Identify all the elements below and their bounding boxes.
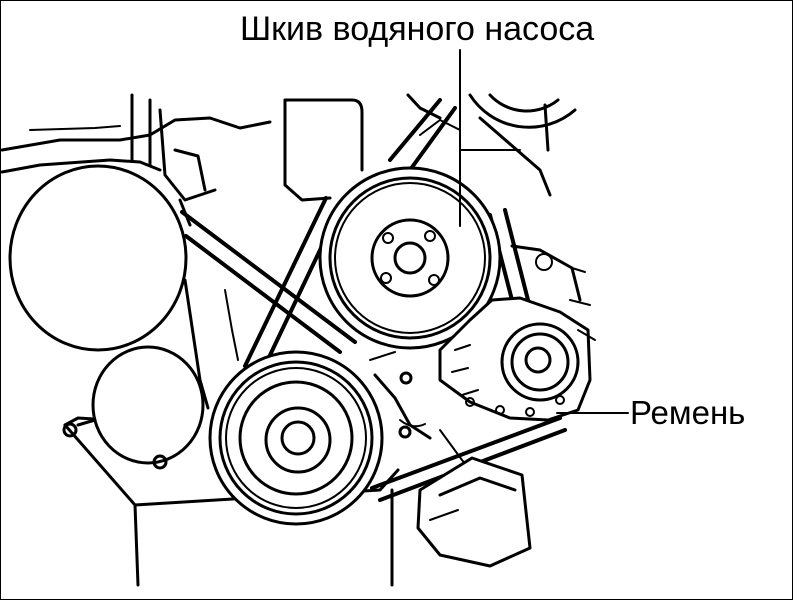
tensioner-assembly	[438, 244, 596, 422]
belt-label: Ремень	[630, 394, 746, 431]
crankshaft-pulley	[208, 350, 384, 526]
water-pump-pulley-label: Шкив водяного насоса	[240, 10, 595, 48]
oil-filter	[416, 456, 532, 568]
power-steering-pulley	[62, 345, 205, 470]
callout-leaders	[459, 49, 629, 414]
water-pump-pulley	[318, 166, 502, 350]
alternator-pulley	[8, 164, 192, 352]
upper-pulley-arcs	[459, 93, 577, 197]
